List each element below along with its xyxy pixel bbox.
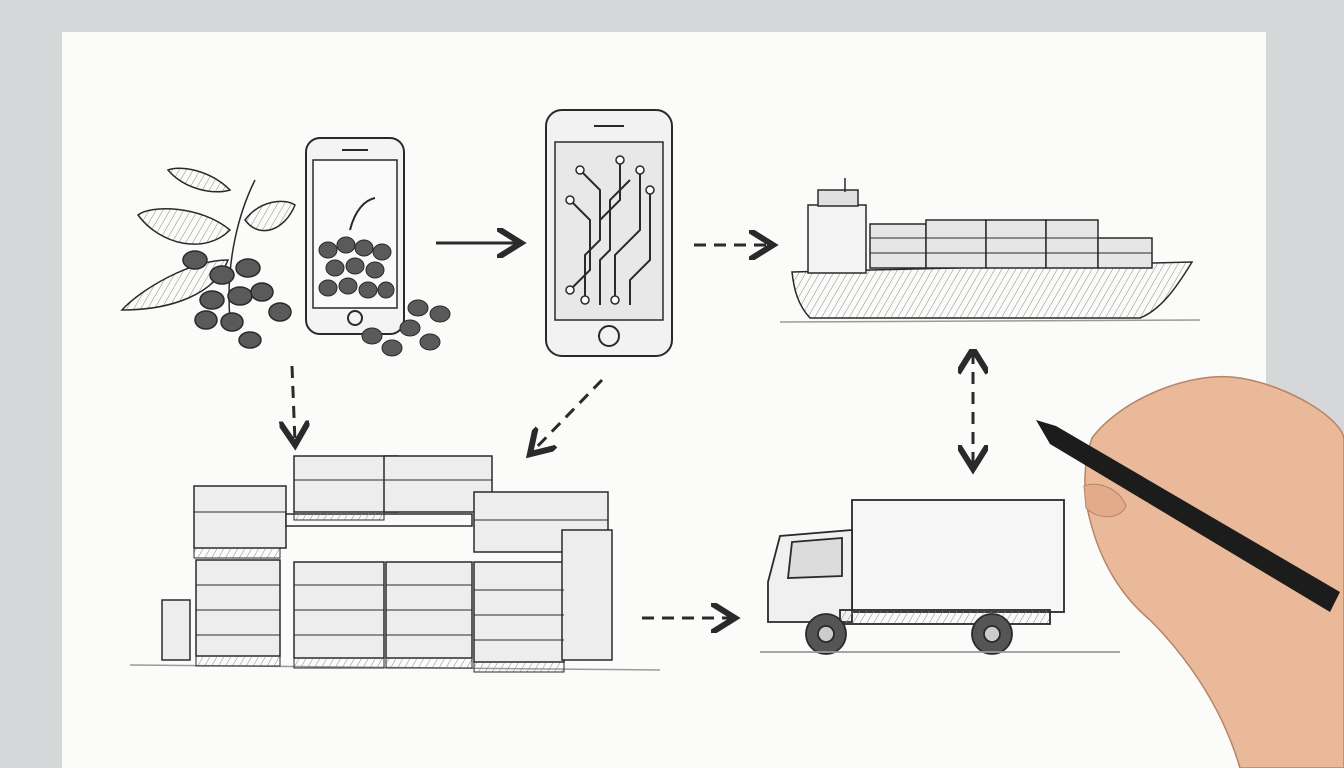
smartphone-beans-icon (305, 137, 451, 357)
smartphone-circuit-icon (545, 109, 673, 357)
hand-with-pen (1036, 376, 1344, 768)
arrow-circuit-to-pallets (532, 378, 604, 452)
flow-arrows (292, 243, 973, 618)
pallets-icon (129, 455, 661, 673)
truck-icon (760, 499, 1120, 655)
coffee-plant-icon (120, 167, 296, 349)
cargo-ship-icon (779, 178, 1201, 323)
pen-icon (1036, 420, 1340, 612)
arrow-plant-to-pallets (292, 365, 295, 442)
